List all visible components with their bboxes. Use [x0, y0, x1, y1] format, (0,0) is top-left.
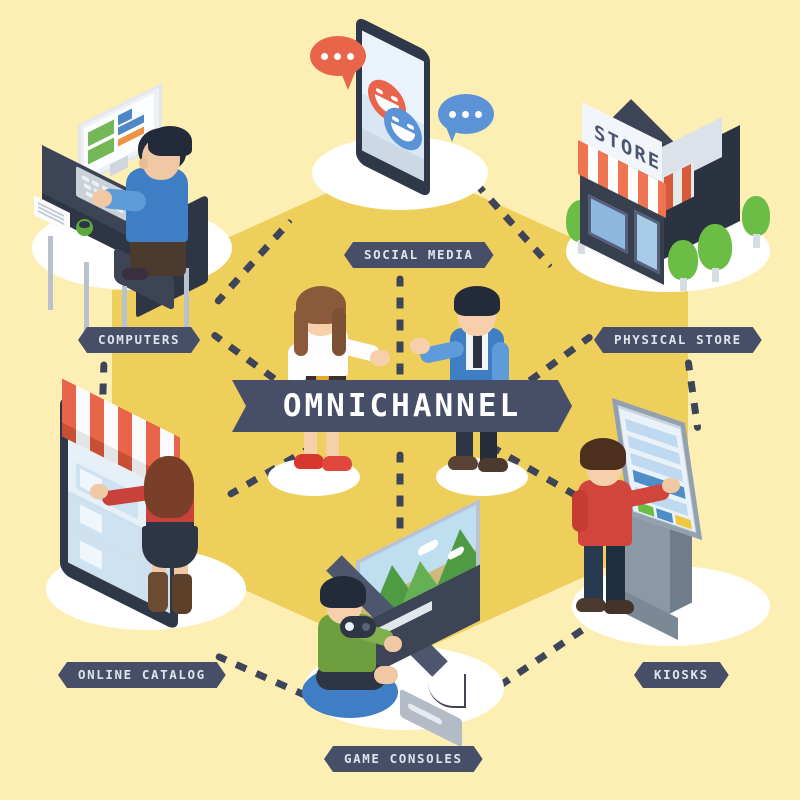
shopper-boot: [172, 574, 192, 614]
game-controller: [340, 616, 376, 638]
woman-hand: [370, 350, 390, 366]
gamer-hair: [320, 576, 366, 608]
gamer-foot: [374, 666, 398, 684]
coffee-mug: [76, 219, 93, 236]
omnichannel-banner-text: OMNICHANNEL: [282, 388, 522, 424]
label-physical-store[interactable]: PHYSICAL STORE: [594, 327, 762, 353]
person-kiosk-user: [566, 438, 680, 630]
man-hair: [454, 286, 500, 316]
person-shoe: [122, 268, 148, 280]
man-hand: [410, 338, 430, 354]
kiosk-user-shoe: [576, 598, 606, 612]
label-kiosks[interactable]: KIOSKS: [634, 662, 729, 688]
label-computers[interactable]: COMPUTERS: [78, 327, 200, 353]
person-hand: [92, 190, 112, 207]
chat-bubble-red: [310, 36, 366, 90]
man-shoe: [448, 456, 478, 470]
shopper-hair: [144, 456, 194, 518]
kiosk-user-hand: [662, 478, 680, 493]
person-hair-top: [148, 126, 192, 156]
man-arm: [492, 342, 509, 390]
label-online-catalog[interactable]: ONLINE CATALOG: [58, 662, 226, 688]
chair-leg: [184, 268, 189, 330]
scene-physical-store: STORE: [556, 88, 776, 296]
man-tie: [473, 332, 482, 368]
chair-leg: [122, 286, 127, 348]
scene-social-media: [300, 15, 500, 224]
kiosk-user-leg: [606, 538, 625, 604]
kiosk-user-hair: [580, 438, 626, 470]
shopper-boot: [148, 572, 168, 612]
man-shoe: [478, 458, 508, 472]
label-game-consoles[interactable]: GAME CONSOLES: [324, 746, 483, 772]
scene-computers: [18, 82, 248, 348]
scene-game-consoles: [296, 498, 526, 748]
chat-bubble-blue: [438, 94, 494, 142]
desk-leg: [84, 262, 89, 336]
desk-leg: [48, 236, 53, 310]
shopper-skirt: [142, 526, 198, 568]
omnichannel-banner: OMNICHANNEL: [232, 380, 572, 432]
kiosk-user-arm: [572, 490, 588, 532]
shopper-hand: [90, 484, 108, 499]
gamer-hand: [384, 636, 402, 652]
kiosk-user-leg: [584, 538, 603, 604]
label-social-media[interactable]: SOCIAL MEDIA: [344, 242, 494, 268]
woman-braid: [294, 308, 308, 356]
scene-online-catalog: [42, 378, 262, 634]
shopper-belt: [146, 522, 194, 532]
kiosk-user-shoe: [604, 600, 634, 614]
scene-kiosks: [566, 397, 776, 650]
woman-braid: [332, 308, 346, 356]
woman-shoe: [322, 456, 352, 471]
console-cable: [428, 674, 466, 708]
woman-shoe: [294, 454, 324, 469]
person-ear: [139, 158, 148, 169]
person-shopper: [90, 456, 236, 632]
